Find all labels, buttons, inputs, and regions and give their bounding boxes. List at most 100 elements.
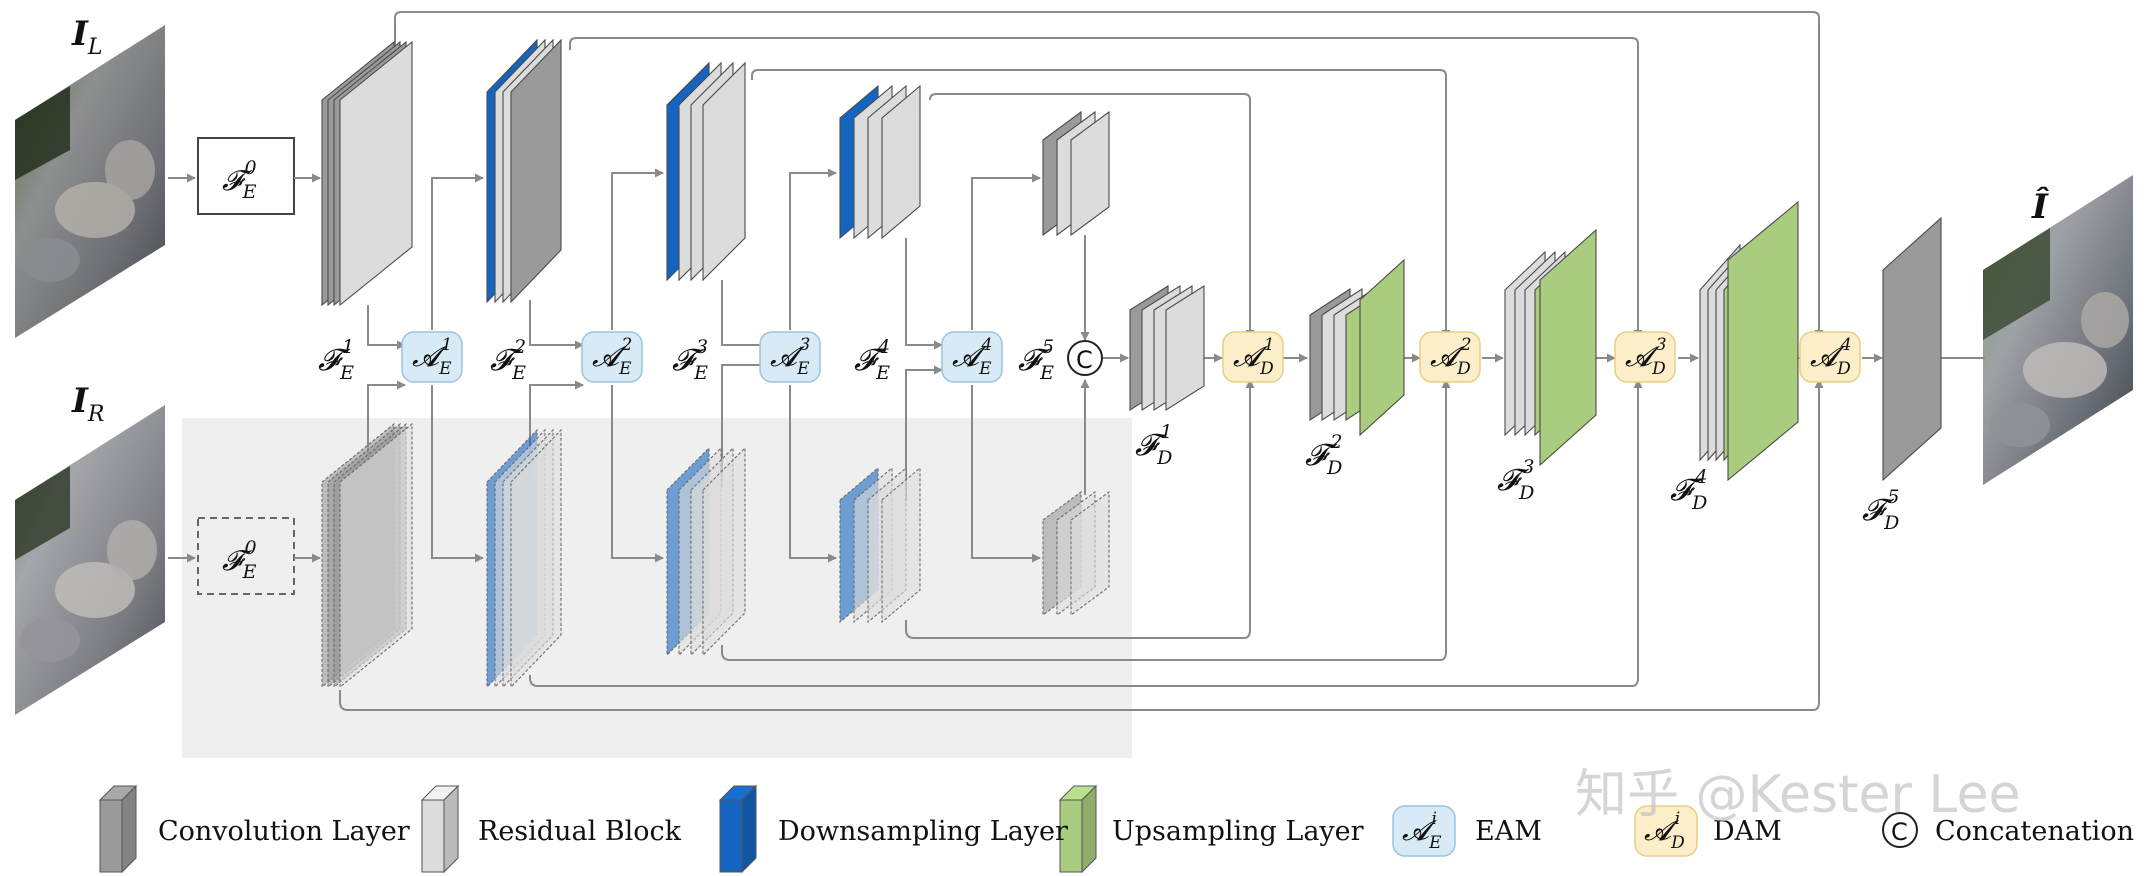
- encoder-top-stage-1: [321, 40, 413, 307]
- fe-label-1: 𝓕E1: [318, 336, 354, 384]
- encoder-top-stage-5: [1042, 110, 1110, 237]
- skip-bottom-3: [721, 379, 1451, 661]
- input-left-label: IL: [71, 14, 103, 60]
- arrow-eam4-bottom5: [971, 385, 1041, 563]
- input-right-label: IR: [71, 381, 104, 427]
- arrow-eam2-top3: [611, 168, 664, 330]
- fe-label-3: 𝓕E3: [672, 336, 708, 384]
- encoder-top-stage-2: [486, 38, 562, 304]
- eam-node-3: 𝓐E3: [759, 331, 821, 383]
- eam-node-1: 𝓐E1: [401, 331, 463, 383]
- arrow-f3-eam3: [721, 280, 769, 350]
- legend-conv-swatch: [98, 784, 138, 874]
- layer-sheet: [510, 38, 562, 304]
- encoder-top-stage-4: [839, 84, 921, 240]
- arrow-eam1-bottom2: [431, 385, 484, 563]
- arrow-eam4-top5: [971, 173, 1041, 330]
- layer-sheet: [1070, 110, 1110, 237]
- layer-sheet: [1165, 285, 1205, 411]
- fd-label-4: 𝓕D4: [1670, 466, 1707, 514]
- skip-top-1: [394, 11, 1824, 339]
- encoder-bottom-stage-5: [1042, 490, 1110, 617]
- legend-concat-swatch: C: [1882, 812, 1918, 848]
- arrow-eam3-top4: [789, 168, 837, 330]
- layer-sheet: [881, 466, 921, 624]
- concat-node: C: [1067, 340, 1103, 376]
- arrow-bottom3-eam3: [721, 360, 769, 488]
- legend: Convolution Layer Residual Block Downsampl…: [98, 784, 2134, 874]
- input-image-right: [15, 405, 165, 715]
- connections: [168, 11, 1985, 711]
- encoder-bottom-stage-3: [666, 446, 746, 657]
- layer-sheet: [1070, 490, 1110, 617]
- skip-top-2: [569, 37, 1643, 339]
- legend-upsampling-label: Upsampling Layer: [1112, 816, 1364, 847]
- decoder-stage-5: [1882, 216, 1942, 482]
- legend-concat-symbol: C: [1891, 818, 1908, 846]
- encoder-bottom-stage-4: [839, 466, 921, 624]
- concat-symbol: C: [1076, 346, 1093, 374]
- eam-node-4: 𝓐E4: [941, 331, 1003, 383]
- legend-concat-label: Concatenation: [1935, 816, 2134, 847]
- layer-blocks: [321, 38, 1942, 689]
- dam-node-4-label: 𝓐D4: [1810, 335, 1852, 379]
- fe-label-4: 𝓕E4: [854, 336, 890, 384]
- encoder-top-stage-3: [666, 61, 746, 282]
- fe0-box-right: [197, 517, 295, 595]
- output-label: Î: [2031, 186, 2049, 227]
- input-image-left: [15, 25, 165, 338]
- arrow-f2-eam2: [529, 300, 584, 350]
- layer-sheet: [702, 61, 746, 282]
- skip-top-3: [751, 69, 1451, 339]
- layer-sheet: [1882, 216, 1942, 482]
- arrow-f1-eam1: [367, 305, 406, 350]
- layer-sheet: [339, 422, 413, 689]
- skip-bottom-2: [529, 379, 1643, 687]
- eam-node-3-label: 𝓐E3: [770, 335, 810, 379]
- arrow-eam3-bottom4: [789, 385, 837, 563]
- fe0-label-left: 𝓕E0: [222, 157, 257, 203]
- fe0-label-right: 𝓕E0: [222, 537, 257, 583]
- dam-node-4: 𝓐D4: [1799, 331, 1861, 383]
- legend-upsampling-swatch: [1058, 784, 1098, 874]
- dam-node-2: 𝓐D2: [1419, 331, 1481, 383]
- encoder-bottom-stage-2: [486, 428, 562, 689]
- fe0-box-left: [197, 137, 295, 215]
- legend-downsampling-label: Downsampling Layer: [778, 816, 1068, 847]
- legend-downsampling-swatch: [718, 784, 758, 874]
- watermark: 知乎 @Kester Lee: [1575, 765, 2020, 825]
- eam-node-2-label: 𝓐E2: [592, 335, 632, 379]
- upsampling-4: [1727, 200, 1799, 482]
- legend-conv-label: Convolution Layer: [158, 816, 410, 847]
- dam-node-1: 𝓐D1: [1222, 331, 1284, 383]
- fe-label-5: 𝓕E5: [1018, 336, 1054, 384]
- legend-dam-swatch: 𝓐Di: [1634, 805, 1698, 857]
- upsampling-3: [1539, 228, 1597, 467]
- fd-label-5: 𝓕D5: [1862, 486, 1899, 534]
- skip-bottom-1: [339, 379, 1824, 711]
- arrow-eam2-bottom3: [611, 385, 664, 563]
- layer-sheet: [339, 40, 413, 307]
- layer-sheet: [510, 428, 562, 689]
- legend-eam-label: EAM: [1475, 816, 1542, 847]
- arrow-f4-eam4: [905, 238, 943, 350]
- skip-top-4: [929, 93, 1255, 339]
- fe-label-2: 𝓕E2: [490, 336, 526, 384]
- encoder-bottom-stage-1: [321, 422, 413, 689]
- legend-dam-label: DAM: [1713, 816, 1782, 847]
- fd-label-1: 𝓕D1: [1135, 421, 1172, 469]
- output-image: [1983, 175, 2133, 485]
- fd-label-2: 𝓕D2: [1305, 431, 1342, 479]
- decoder-stage-1: [1129, 285, 1205, 411]
- legend-residual-label: Residual Block: [478, 816, 682, 847]
- fd-label-3: 𝓕D3: [1497, 456, 1534, 504]
- skip-bottom-4: [905, 379, 1255, 639]
- upsampling-2: [1359, 258, 1405, 437]
- eam-node-2: 𝓐E2: [581, 331, 643, 383]
- layer-sheet: [702, 446, 746, 657]
- legend-eam-swatch: 𝓐Ei: [1392, 805, 1456, 857]
- layer-sheet: [881, 84, 921, 240]
